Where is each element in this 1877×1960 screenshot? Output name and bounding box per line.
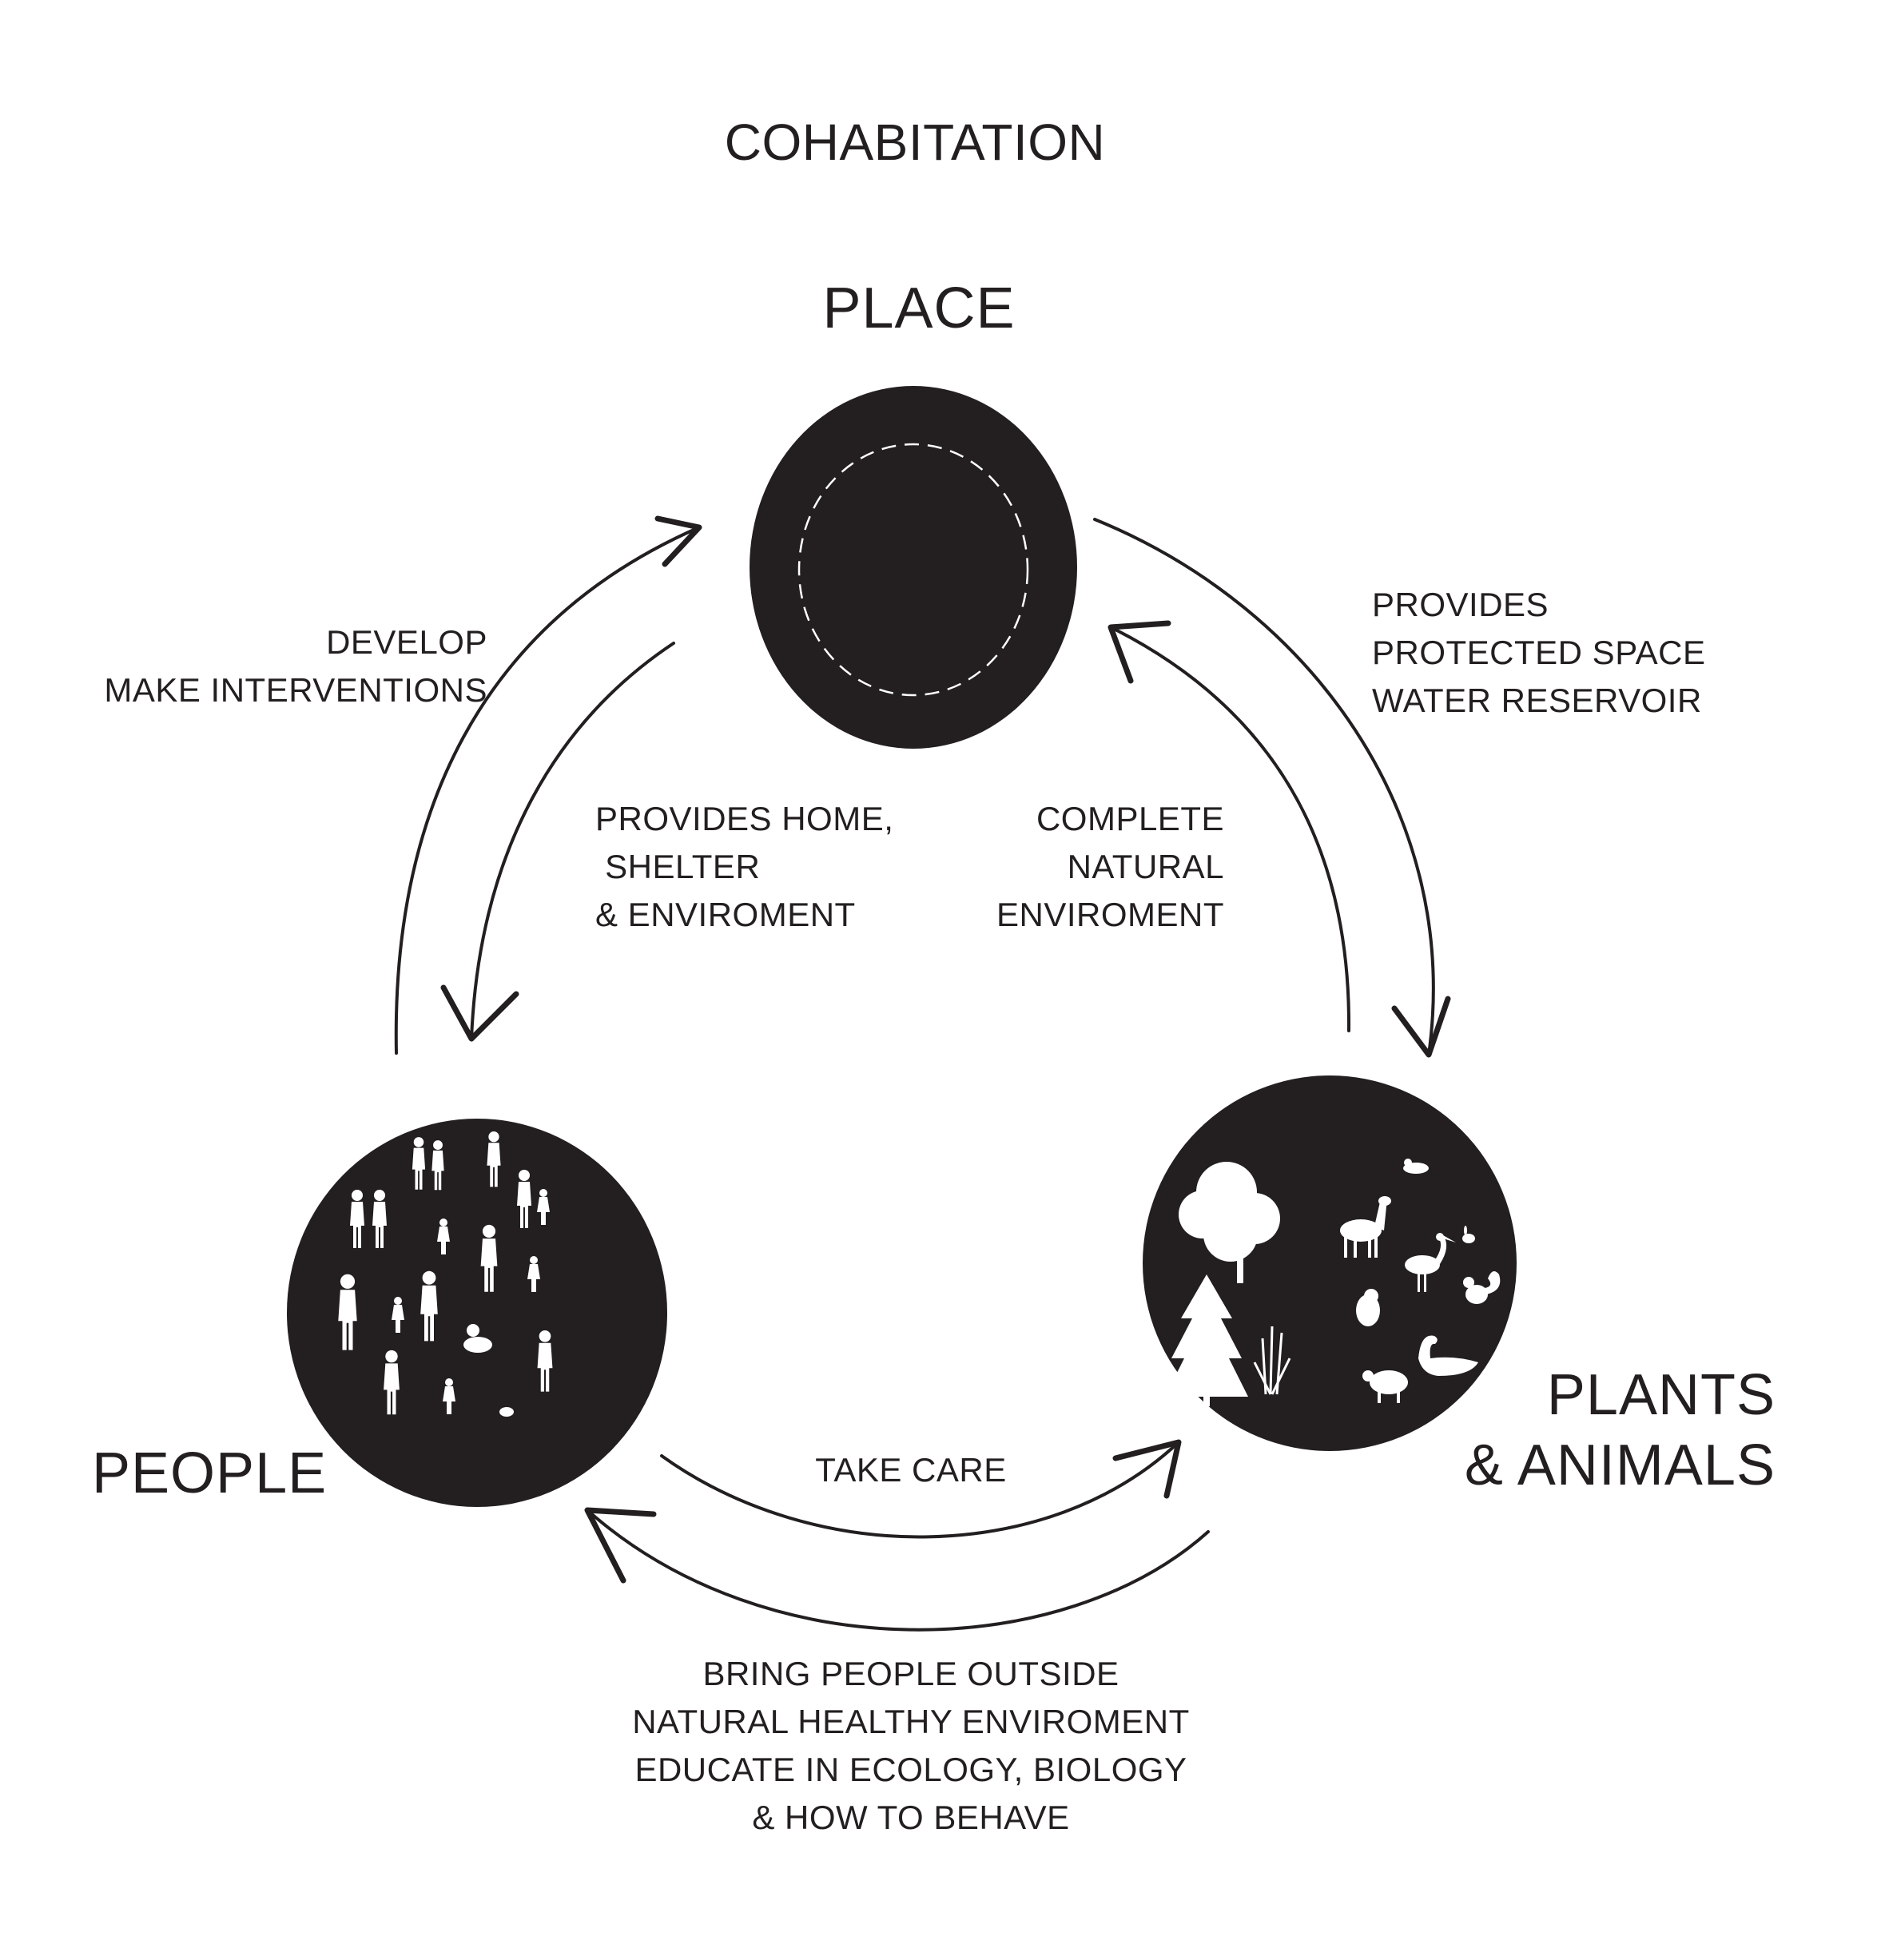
arrow-people-to-plants bbox=[660, 1441, 1180, 1539]
arrowhead-place-to-people bbox=[440, 984, 519, 1042]
relation-line: SHELTER bbox=[595, 848, 761, 885]
relation-line: PROTECTED SPACE bbox=[1372, 634, 1706, 671]
sheep-icon bbox=[1362, 1370, 1408, 1403]
duck-icon bbox=[1403, 1159, 1429, 1174]
relation-line: EDUCATE IN ECOLOGY, BIOLOGY bbox=[634, 1751, 1187, 1788]
arrowhead-people-to-plants bbox=[1112, 1439, 1182, 1499]
reeds-icon bbox=[1253, 1326, 1291, 1395]
relation-line: TAKE CARE bbox=[815, 1451, 1007, 1489]
squirrel-icon bbox=[1463, 1271, 1501, 1304]
plants-animals-silhouettes bbox=[1165, 1159, 1501, 1406]
relation-line: ENVIROMENT bbox=[996, 896, 1224, 933]
relation-people-to-plants: TAKE CARE bbox=[719, 1446, 1103, 1494]
diagram-title: COHABITATION bbox=[724, 113, 1106, 171]
relation-line: DEVELOP bbox=[326, 623, 487, 661]
relation-line: PROVIDES bbox=[1372, 586, 1549, 623]
relation-people-to-place: DEVELOP MAKE INTERVENTIONS bbox=[96, 618, 487, 714]
relation-line: NATURAL HEALTHY ENVIROMENT bbox=[632, 1703, 1190, 1740]
arrow-plants-to-people bbox=[586, 1509, 1210, 1632]
relation-line: WATER RESERVOIR bbox=[1372, 682, 1702, 719]
place-label: PLACE bbox=[822, 276, 1016, 340]
relation-place-to-plants: PROVIDES PROTECTED SPACE WATER RESERVOIR bbox=[1372, 581, 1705, 725]
plants-animals-label-line-2: & ANIMALS bbox=[1464, 1433, 1776, 1497]
deer-icon bbox=[1340, 1196, 1391, 1258]
rabbit-icon bbox=[1462, 1226, 1475, 1243]
relation-line: PROVIDES HOME, bbox=[595, 800, 894, 837]
heron-icon bbox=[1405, 1233, 1456, 1292]
plants-animals-label-line-1: PLANTS bbox=[1546, 1363, 1776, 1427]
arrow-place-to-plants bbox=[1093, 518, 1435, 1056]
pine-tree-icon bbox=[1165, 1274, 1248, 1406]
relation-plants-to-people: BRING PEOPLE OUTSIDE NATURAL HEALTHY ENV… bbox=[543, 1650, 1279, 1842]
arrow-place-to-people bbox=[470, 642, 675, 1040]
relation-plants-to-place: COMPLETE NATURAL ENVIROMENT bbox=[959, 795, 1224, 939]
relation-line: & HOW TO BEHAVE bbox=[752, 1799, 1070, 1836]
relation-place-to-people: PROVIDES HOME, SHELTER & ENVIROMENT bbox=[595, 795, 893, 939]
tree-icon bbox=[1179, 1162, 1280, 1283]
swan-icon bbox=[1418, 1335, 1478, 1376]
arrowhead-people-to-place bbox=[654, 515, 702, 567]
arrowhead-place-to-plants bbox=[1391, 996, 1451, 1058]
people-label: PEOPLE bbox=[92, 1441, 328, 1505]
arrow-plants-to-place bbox=[1109, 626, 1351, 1032]
relation-line: MAKE INTERVENTIONS bbox=[104, 671, 487, 709]
relation-line: COMPLETE bbox=[1036, 800, 1224, 837]
relation-line: BRING PEOPLE OUTSIDE bbox=[702, 1655, 1119, 1692]
people-silhouettes bbox=[338, 1131, 553, 1417]
arrowhead-plants-to-people bbox=[584, 1507, 657, 1584]
place-dashed-boundary bbox=[797, 443, 1029, 697]
plants-animals-label: PLANTS & ANIMALS bbox=[1422, 1360, 1776, 1501]
owl-icon bbox=[1356, 1289, 1380, 1326]
arrow-people-to-place bbox=[394, 526, 701, 1055]
relation-line: NATURAL bbox=[1067, 848, 1224, 885]
arrowhead-plants-to-place bbox=[1108, 620, 1171, 684]
relation-line: & ENVIROMENT bbox=[595, 896, 856, 933]
